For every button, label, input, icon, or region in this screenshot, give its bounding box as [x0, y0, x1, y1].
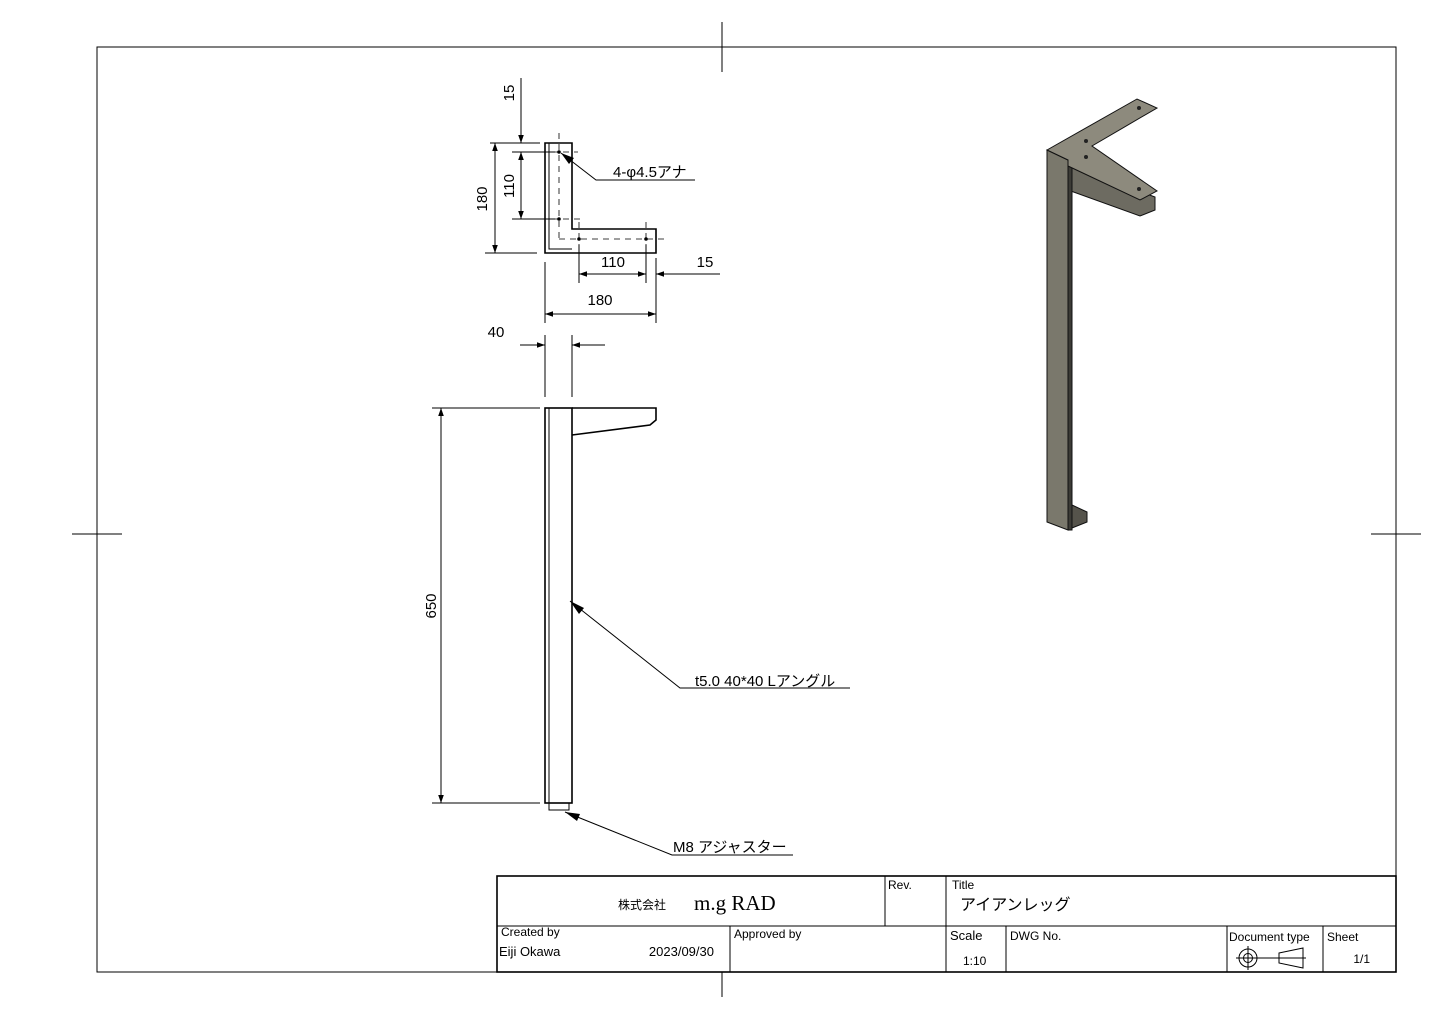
front-view-dimensions: 650 t5.0 40*40 Lアングル M8 アジャスター — [423, 407, 850, 856]
hole-leader — [560, 152, 695, 181]
created-by-label: Created by — [501, 925, 560, 939]
drawing-border — [96, 46, 1397, 973]
dim-40: 40 — [488, 324, 505, 341]
top-view-dimensions: 15 110 180 4-φ4.5アナ 110 15 180 40 — [474, 78, 720, 397]
company-name: m.g RAD — [694, 891, 776, 915]
sheet-value: 1/1 — [1353, 952, 1370, 966]
hole-marks — [557, 150, 648, 241]
dim-650: 650 — [423, 593, 440, 618]
dim-110-vertical: 110 — [501, 174, 518, 198]
dim-180-horizontal: 180 — [587, 292, 612, 309]
top-view — [544, 133, 666, 256]
scale-label: Scale — [950, 928, 983, 943]
company-prefix: 株式会社 — [618, 897, 666, 912]
title-value: アイアンレッグ — [960, 896, 1071, 914]
created-date: 2023/09/30 — [649, 944, 714, 959]
adjuster-leader — [564, 811, 793, 856]
created-by-value: Eiji Okawa — [499, 944, 561, 959]
document-type-label: Document type — [1229, 930, 1310, 944]
dim-110-horizontal: 110 — [601, 254, 625, 271]
adjuster — [548, 802, 570, 811]
title-block: 株式会社 m.g RAD Rev. Title アイアンレッグ Created … — [496, 875, 1397, 973]
sheet-label: Sheet — [1327, 930, 1359, 944]
title-label: Title — [952, 878, 975, 892]
approved-by-label: Approved by — [734, 927, 801, 941]
adjuster-note: M8 アジャスター — [673, 839, 787, 856]
dim-180-vertical: 180 — [474, 186, 491, 211]
dim-15-vertical: 15 — [501, 85, 518, 102]
hole-note: 4-φ4.5アナ — [613, 164, 687, 181]
dwg-no-label: DWG No. — [1010, 929, 1061, 943]
dim-15-horizontal: 15 — [697, 254, 714, 271]
front-view — [544, 407, 657, 811]
rev-label: Rev. — [888, 878, 912, 892]
material-leader — [569, 600, 850, 689]
scale-value: 1:10 — [963, 954, 987, 968]
center-marks — [72, 22, 1421, 997]
material-note: t5.0 40*40 Lアングル — [695, 673, 835, 690]
isometric-model — [1045, 98, 1159, 531]
projection-symbol-icon — [1236, 946, 1306, 970]
